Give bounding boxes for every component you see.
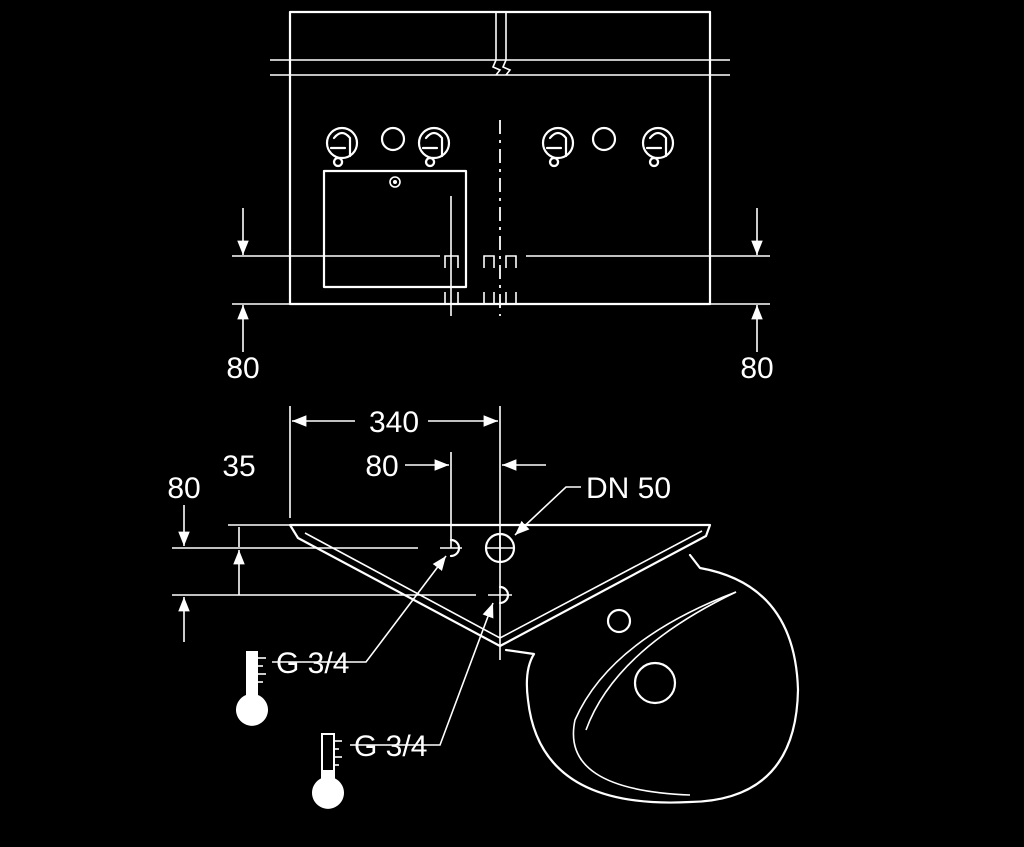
front-elevation: 80 80 [226,10,774,385]
drain-stub-upper [483,255,517,268]
tap-2 [417,126,451,168]
thermometer-icon [312,733,344,809]
tap-1 [325,126,359,168]
fixing-hole-1 [380,126,406,152]
leader-cold [350,602,494,746]
break-mark [491,59,512,76]
leader-hot [272,555,447,663]
dim-label-340: 340 [369,406,419,439]
label-hot-g34: G 3/4 [276,647,349,680]
dim-label-35: 35 [222,450,255,483]
panel-screw [389,176,401,188]
basin-shelf-outer [288,523,712,648]
fixing-hole-2 [591,126,617,152]
label-cold-g34: G 3/4 [354,730,427,763]
drain-hole [633,661,677,705]
basin-bowl-inner-edge [585,591,737,731]
plan-view: 340 80 DN 50 35 8 [167,406,800,809]
dim-label-80-depth: 80 [167,472,200,505]
tap-4 [641,126,675,168]
label-dn50: DN 50 [586,472,671,505]
thermometer-icon [235,651,268,726]
tap-hole [606,608,632,634]
leader-dn50 [514,486,581,536]
basin-shelf-inner [304,530,703,639]
dim-label-left: 80 [226,352,259,385]
supply-stub-upper [444,255,459,268]
access-panel [322,169,468,289]
tap-3 [541,126,575,168]
dim-label-right: 80 [740,352,773,385]
basin-bowl-outer [504,553,800,804]
dim-label-80-offset: 80 [365,450,398,483]
basin-bowl-inner-rim [572,591,737,796]
